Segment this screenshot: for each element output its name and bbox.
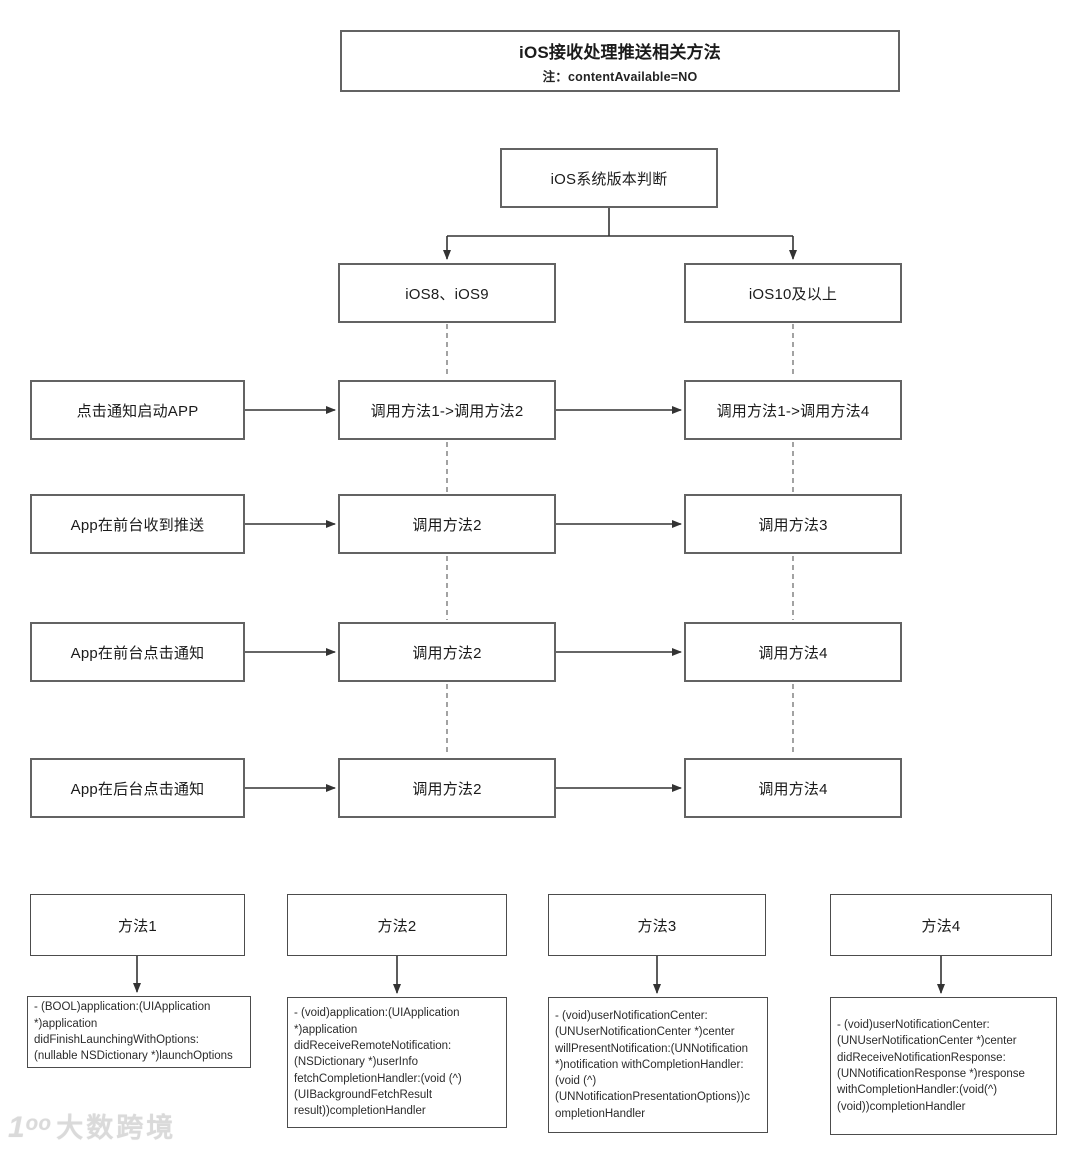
scenario-box-launch-app: 点击通知启动APP	[30, 380, 245, 440]
method4-signature: - (void)userNotificationCenter: (UNUserN…	[837, 1019, 1025, 1113]
scenario-box-background-tap: App在后台点击通知	[30, 758, 245, 818]
result-label: 调用方法2	[412, 780, 482, 798]
result-box-row2-ios10: 调用方法3	[684, 494, 902, 554]
method3-name: 方法3	[637, 917, 677, 935]
method2-signature-box: - (void)application:(UIApplication *)app…	[287, 997, 507, 1128]
result-label: 调用方法2	[412, 516, 482, 534]
method1-signature: - (BOOL)application:(UIApplication *)app…	[34, 1001, 233, 1063]
watermark: 1ᵒᵒ 大数跨境	[8, 1106, 176, 1145]
result-box-row1-ios8: 调用方法1->调用方法2	[338, 380, 556, 440]
method3-signature: - (void)userNotificationCenter: (UNUserN…	[555, 1009, 750, 1120]
title-box: iOS接收处理推送相关方法 注：contentAvailable=NO	[340, 30, 900, 92]
method4-signature-box: - (void)userNotificationCenter: (UNUserN…	[830, 997, 1057, 1135]
result-label: 调用方法4	[758, 780, 828, 798]
branch-label-ios10-plus: iOS10及以上	[748, 285, 838, 303]
watermark-text: 大数跨境	[56, 1113, 177, 1143]
result-box-row2-ios8: 调用方法2	[338, 494, 556, 554]
scenario-label: App在前台点击通知	[70, 644, 205, 662]
result-box-row4-ios8: 调用方法2	[338, 758, 556, 818]
result-label: 调用方法1->调用方法2	[370, 402, 524, 420]
scenario-label: App在前台收到推送	[70, 516, 205, 534]
scenario-label: 点击通知启动APP	[76, 402, 199, 420]
scenario-label: App在后台点击通知	[70, 780, 205, 798]
diagram-note: 注：contentAvailable=NO	[542, 69, 698, 84]
method2-name: 方法2	[377, 917, 417, 935]
watermark-logo-icon: 1ᵒᵒ	[8, 1111, 51, 1144]
result-box-row4-ios10: 调用方法4	[684, 758, 902, 818]
branch-label-ios8-9: iOS8、iOS9	[405, 285, 489, 303]
method4-header-box: 方法4	[830, 894, 1052, 956]
result-label: 调用方法2	[412, 644, 482, 662]
decision-label: iOS系统版本判断	[550, 170, 668, 188]
method3-header-box: 方法3	[548, 894, 766, 956]
result-label: 调用方法3	[758, 516, 828, 534]
branch-box-ios10-plus: iOS10及以上	[684, 263, 902, 323]
method2-signature: - (void)application:(UIApplication *)app…	[294, 1007, 462, 1118]
result-box-row3-ios10: 调用方法4	[684, 622, 902, 682]
diagram-title: iOS接收处理推送相关方法	[519, 42, 721, 62]
result-box-row1-ios10: 调用方法1->调用方法4	[684, 380, 902, 440]
result-box-row3-ios8: 调用方法2	[338, 622, 556, 682]
method1-header-box: 方法1	[30, 894, 245, 956]
decision-box-ios-version: iOS系统版本判断	[500, 148, 718, 208]
scenario-box-foreground-tap: App在前台点击通知	[30, 622, 245, 682]
method2-header-box: 方法2	[287, 894, 507, 956]
result-label: 调用方法4	[758, 644, 828, 662]
method3-signature-box: - (void)userNotificationCenter: (UNUserN…	[548, 997, 768, 1133]
method1-name: 方法1	[118, 917, 157, 935]
method1-signature-box: - (BOOL)application:(UIApplication *)app…	[27, 996, 251, 1068]
branch-box-ios8-9: iOS8、iOS9	[338, 263, 556, 323]
method4-name: 方法4	[921, 917, 961, 935]
result-label: 调用方法1->调用方法4	[716, 402, 870, 420]
scenario-box-foreground-receive: App在前台收到推送	[30, 494, 245, 554]
